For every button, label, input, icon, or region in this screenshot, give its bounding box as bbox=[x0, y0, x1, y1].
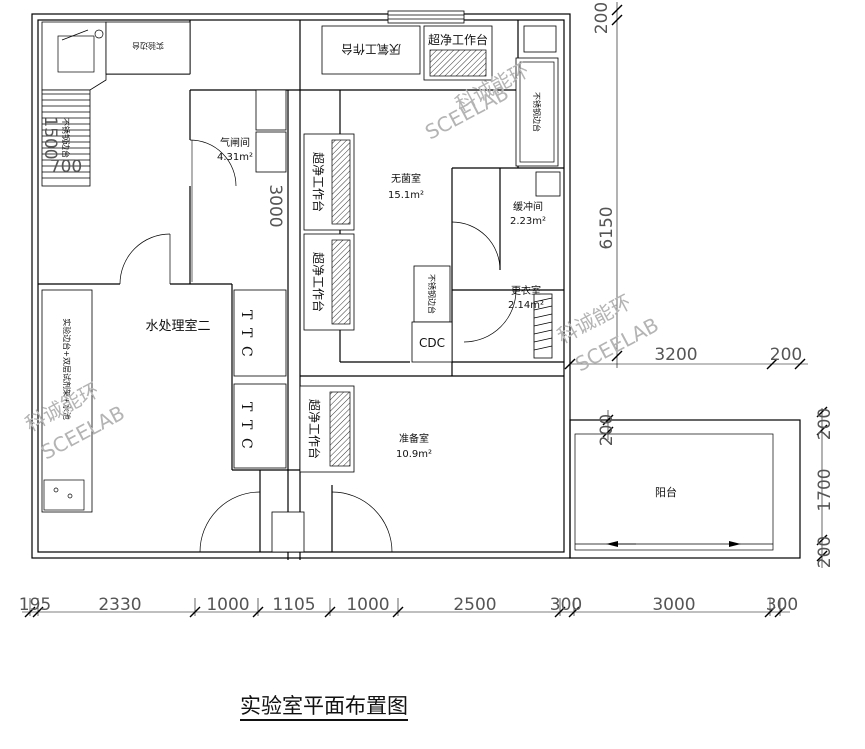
svg-text:T: T bbox=[238, 310, 254, 320]
dim-r-main: 6150 bbox=[597, 206, 617, 249]
label-ss-bench-small: 不锈钢边台 bbox=[427, 274, 437, 314]
drawing-title: 实验室平面布置图 bbox=[240, 694, 408, 718]
room-sterile: 无菌室 bbox=[391, 172, 421, 185]
dim-b-1000a: 1000 bbox=[206, 595, 249, 615]
room-changing: 更衣室 bbox=[511, 284, 541, 297]
right-dim-tick bbox=[766, 358, 778, 370]
dim-b-1000b: 1000 bbox=[346, 595, 389, 615]
label-lab-bench-top: 实验边台 bbox=[132, 41, 164, 51]
dim-b-1105: 1105 bbox=[272, 595, 315, 615]
cabinet-glyphs: T T C T T C bbox=[238, 310, 254, 449]
room-sterile-area: 15.1m² bbox=[388, 190, 424, 201]
lab-bench-top bbox=[105, 21, 191, 75]
dim-b-2330: 2330 bbox=[98, 595, 141, 615]
dim-b-300b: 300 bbox=[766, 595, 798, 615]
right-dim-tick bbox=[611, 350, 623, 362]
dim-bench-length: 1500 bbox=[40, 116, 60, 159]
right-dimension-line: 200 6150 3200 200 200 200 1700 200 bbox=[564, 2, 835, 568]
dim-balcony-width: 3200 bbox=[654, 345, 697, 365]
label-clean-bench-2: 超净工作台 bbox=[311, 252, 326, 312]
right-dim-tick bbox=[794, 358, 806, 370]
label-clean-bench-1: 超净工作台 bbox=[311, 152, 326, 212]
inner-dimensions: 3000 1500 700 bbox=[40, 116, 285, 282]
room-airlock-area: 4.31m² bbox=[217, 152, 253, 163]
right-dim-tick bbox=[611, 4, 623, 16]
right-dim-tick bbox=[816, 406, 828, 418]
fixtures bbox=[41, 21, 561, 513]
fixture-labels: 超净工作台 厌氧工作台 实验边台 不锈钢边台 不锈钢边台 超净工作台 超净工作台… bbox=[61, 32, 542, 459]
room-balcony: 阳台 bbox=[655, 485, 677, 499]
dim-b-3000: 3000 bbox=[652, 595, 695, 615]
dim-r-lower-c: 1700 bbox=[815, 468, 835, 511]
right-dim-tick bbox=[816, 550, 828, 562]
room-airlock: 气闸间 bbox=[220, 136, 250, 149]
dim-b-300a: 300 bbox=[550, 595, 582, 615]
label-clean-bench-3: 超净工作台 bbox=[307, 399, 322, 459]
dim-b-195: 195 bbox=[19, 595, 51, 615]
label-anaerobic-bench: 厌氧工作台 bbox=[341, 42, 401, 57]
dim-r-lower-a: 200 bbox=[597, 414, 617, 446]
dim-bench-width: 700 bbox=[50, 157, 82, 177]
room-water-treatment-2: 水处理室二 bbox=[145, 318, 210, 334]
label-clean-bench-top: 超净工作台 bbox=[428, 32, 488, 47]
svg-text:T: T bbox=[238, 328, 254, 338]
right-dim-tick bbox=[816, 534, 828, 546]
right-dim-tick bbox=[816, 424, 828, 436]
right-dim-tick bbox=[602, 414, 614, 426]
right-dim-tick bbox=[564, 358, 576, 370]
room-prep: 准备室 bbox=[399, 432, 429, 445]
dim-r-top: 200 bbox=[592, 2, 612, 34]
svg-text:T: T bbox=[238, 420, 254, 430]
cdc-box bbox=[411, 321, 453, 363]
lab-bench-long bbox=[41, 289, 93, 513]
label-lab-bench-long: 实验边台+双层试剂架+水池 bbox=[62, 318, 72, 419]
room-buffer-area: 2.23m² bbox=[510, 216, 546, 227]
svg-text:T: T bbox=[238, 402, 254, 412]
dim-b-2500: 2500 bbox=[453, 595, 496, 615]
svg-text:C: C bbox=[238, 346, 254, 357]
right-dim-tick bbox=[611, 14, 623, 26]
dim-airlock-height: 3000 bbox=[265, 184, 285, 227]
sink-bench bbox=[41, 21, 107, 91]
balcony-walls bbox=[569, 419, 801, 559]
svg-text:C: C bbox=[238, 438, 254, 449]
label-cdc: CDC bbox=[419, 336, 445, 350]
right-dim-tick bbox=[602, 426, 614, 438]
label-ss-bench-right: 不锈钢边台 bbox=[532, 92, 542, 132]
room-buffer: 缓冲间 bbox=[513, 200, 543, 213]
dim-r-lower-d: 200 bbox=[815, 536, 835, 568]
room-changing-area: 2.14m² bbox=[508, 300, 544, 311]
room-prep-area: 10.9m² bbox=[396, 449, 432, 460]
dim-r-lower-b: 200 bbox=[815, 408, 835, 440]
bottom-dimension-line: 195 2330 1000 1105 1000 2500 300 3000 30… bbox=[19, 595, 798, 618]
anaerobic-bench bbox=[321, 25, 421, 75]
doors bbox=[119, 139, 517, 553]
dim-balcony-offset: 200 bbox=[770, 345, 802, 365]
room-labels: 水处理室二 气闸间 4.31m² 无菌室 15.1m² 缓冲间 2.23m² 更… bbox=[145, 136, 677, 499]
ss-bench-right bbox=[515, 57, 559, 167]
label-ss-bench-long: 不锈钢边台 bbox=[61, 118, 71, 158]
